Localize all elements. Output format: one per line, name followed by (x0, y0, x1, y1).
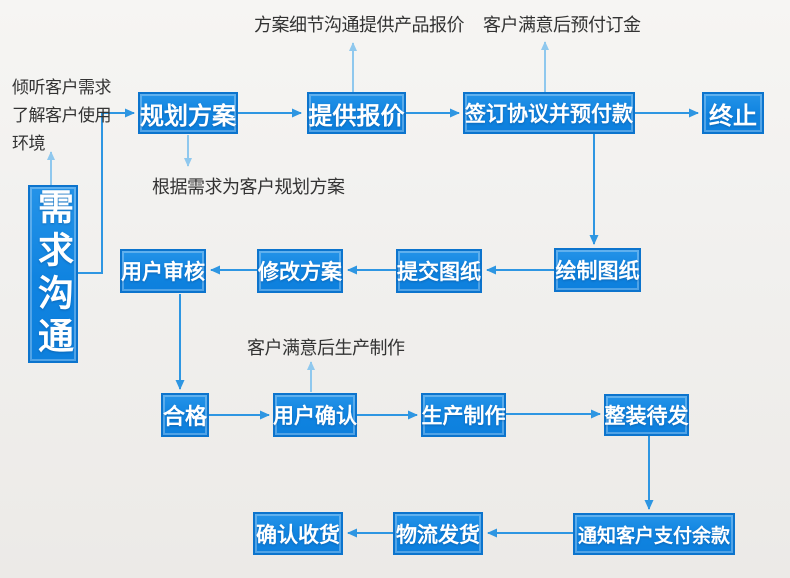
node-plan-proposal: 规划方案 (138, 92, 238, 134)
note-listen-line2: 了解客户使用 (12, 106, 112, 125)
node-user-confirm: 用户确认 (273, 393, 357, 437)
note-production: 客户满意后生产制作 (247, 338, 405, 358)
node-user-review: 用户审核 (120, 249, 206, 293)
node-qualified: 合格 (161, 393, 209, 437)
note-listen-line3: 环境 (12, 134, 46, 153)
node-submit-drawings: 提交图纸 (396, 249, 482, 293)
node-draw-drawings: 绘制图纸 (554, 248, 641, 292)
node-demand-communication: 需求沟通 (28, 185, 78, 363)
node-sign-agreement-prepay: 签订协议并预付款 (463, 92, 635, 134)
note-listen: 倾听客户需求 了解客户使用 环境 (12, 74, 112, 158)
node-provide-quote: 提供报价 (307, 92, 406, 134)
note-quote-details: 方案细节沟通提供产品报价 (254, 15, 465, 35)
node-revise-plan: 修改方案 (257, 249, 343, 293)
node-logistics-delivery: 物流发货 (393, 512, 483, 555)
note-listen-line1: 倾听客户需求 (12, 78, 112, 97)
node-confirm-receipt: 确认收货 (253, 512, 343, 555)
node-notify-balance-payment: 通知客户支付余款 (573, 513, 735, 555)
note-deposit: 客户满意后预付订金 (483, 15, 641, 35)
node-terminate: 终止 (702, 92, 764, 134)
node-production: 生产制作 (421, 393, 506, 437)
note-plan: 根据需求为客户规划方案 (152, 177, 345, 197)
node-ready-to-ship: 整装待发 (604, 394, 689, 436)
